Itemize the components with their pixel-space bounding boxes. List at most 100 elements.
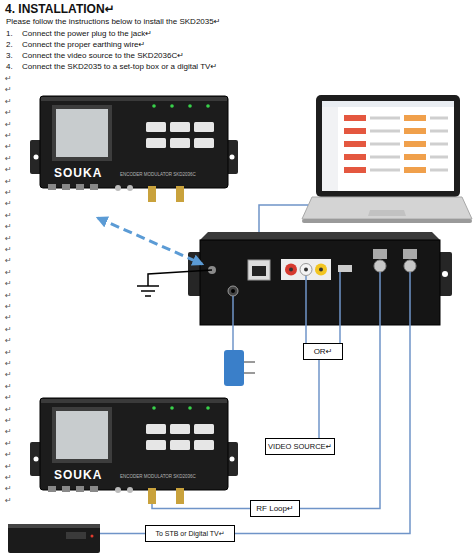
paragraph-mark: ↵	[5, 154, 12, 164]
laptop-lid	[316, 95, 460, 197]
box-label: To STB or Digital TV↵	[155, 530, 224, 537]
screen-item	[430, 117, 448, 120]
paragraph-mark: ↵	[5, 439, 12, 449]
power-jack-pin	[231, 289, 235, 293]
screen-item	[430, 156, 448, 159]
screen-item	[344, 167, 366, 173]
paragraph-mark: ↵	[5, 348, 12, 358]
paragraph-mark: ↵	[5, 177, 12, 187]
rca-jack	[315, 264, 327, 276]
paragraph-mark: ↵	[5, 291, 12, 301]
brand-name: SOUKA	[54, 167, 102, 179]
screen-item	[370, 117, 400, 120]
paragraph-mark: ↵	[5, 473, 12, 483]
power-jack	[228, 286, 238, 296]
device-top	[200, 232, 440, 240]
mount-hole	[442, 271, 448, 277]
paragraph-mark: ↵	[5, 427, 12, 437]
rf-connector	[404, 260, 416, 272]
instruction-text: Connect the power plug to the jack↵	[22, 29, 152, 39]
encoder-unit: SOUKA ENCODER MODULATOR SKD2036C	[40, 398, 228, 504]
paragraph-mark: ↵	[5, 416, 12, 426]
stb-display	[66, 532, 86, 539]
set-top-box	[8, 524, 100, 553]
box-label: VIDEO SOURCE↵	[268, 443, 332, 451]
instruction-text: 4.	[6, 62, 13, 72]
process-box: VIDEO SOURCE↵	[265, 438, 335, 455]
paragraph-mark: ↵	[5, 302, 12, 312]
plug-prong	[244, 372, 255, 374]
paragraph-mark: ↵	[5, 131, 12, 141]
stb-led	[91, 535, 94, 538]
screen-sidebar	[322, 107, 338, 191]
paragraph-mark: ↵	[5, 325, 12, 335]
paragraph-mark: ↵	[5, 108, 12, 118]
connector-line	[152, 504, 250, 509]
rca-jack	[300, 264, 312, 276]
power-cable	[232, 296, 234, 350]
process-box: To STB or Digital TV↵	[145, 525, 235, 542]
heading: 4. INSTALLATION↵	[5, 2, 115, 16]
paragraph-mark: ↵	[5, 496, 12, 506]
screen-item	[430, 143, 448, 146]
ethernet-port	[248, 260, 270, 280]
av-cable	[305, 276, 307, 343]
screen-item	[404, 141, 426, 147]
screen-item	[370, 169, 400, 172]
rf-loop-cable	[300, 272, 380, 509]
power-adapter	[224, 350, 244, 386]
screen-item	[370, 143, 400, 146]
instruction-text: 3.	[6, 51, 13, 61]
rf-out-cable	[235, 272, 410, 534]
equivalence-arrow	[98, 218, 202, 264]
screen-topbar	[322, 101, 454, 107]
rear-panel	[200, 240, 440, 325]
rf-nut	[403, 249, 417, 259]
screen-item	[430, 130, 448, 133]
instruction-text: Please follow the instructions below to …	[6, 17, 220, 27]
rca-pin	[289, 268, 293, 272]
paragraph-mark: ↵	[5, 393, 12, 403]
hdmi-cable	[339, 272, 341, 343]
paragraph-mark: ↵	[5, 74, 12, 84]
screen-item	[344, 141, 366, 147]
screen-item	[344, 128, 366, 134]
screen-item	[404, 154, 426, 160]
model-name: ENCODER MODULATOR SKD2036C	[120, 173, 196, 178]
earth-symbol	[137, 285, 159, 287]
paragraph-mark: ↵	[5, 245, 12, 255]
laptop-trackpad	[368, 210, 406, 216]
paragraph-mark: ↵	[5, 165, 12, 175]
process-box: RF Loop↵	[250, 500, 300, 517]
brand-name: SOUKA	[54, 469, 102, 481]
stb-top	[8, 524, 100, 528]
screen-item	[404, 128, 426, 134]
hdmi-port	[338, 265, 352, 272]
model-name: ENCODER MODULATOR SKD2036C	[120, 475, 196, 480]
laptop-base	[302, 197, 472, 219]
box-label: OR↵	[314, 348, 333, 356]
process-box: OR↵	[303, 343, 343, 360]
screen-item	[430, 169, 448, 172]
laptop-screen	[322, 101, 454, 191]
paragraph-mark: ↵	[5, 142, 12, 152]
plug-prong	[244, 361, 255, 363]
instruction-text: 2.	[6, 40, 13, 50]
paragraph-mark: ↵	[5, 359, 12, 369]
encoder-unit: SOUKA ENCODER MODULATOR SKD2036C	[40, 96, 228, 202]
paragraph-mark: ↵	[5, 336, 12, 346]
paragraph-mark: ↵	[5, 188, 12, 198]
laptop-edge	[302, 219, 472, 223]
paragraph-mark: ↵	[5, 313, 12, 323]
paragraph-mark: ↵	[5, 268, 12, 278]
paragraph-mark: ↵	[5, 120, 12, 130]
encoder-device	[30, 398, 238, 504]
earth-symbol	[141, 290, 155, 292]
connector-line	[318, 360, 320, 438]
paragraph-mark: ↵	[5, 234, 12, 244]
paragraph-mark: ↵	[5, 222, 12, 232]
rf-nut	[373, 249, 387, 259]
paragraph-mark: ↵	[5, 97, 12, 107]
